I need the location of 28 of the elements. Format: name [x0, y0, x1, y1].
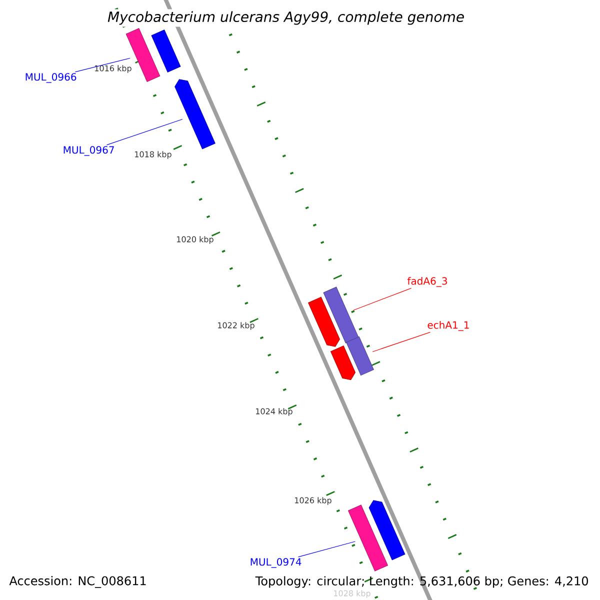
gene-block	[174, 79, 216, 150]
gene-block	[330, 346, 356, 380]
leader-line	[74, 58, 130, 72]
gene-block	[308, 296, 340, 347]
scale-label: 1020 kbp	[177, 236, 214, 244]
leader-line	[298, 541, 356, 558]
gene-block	[346, 336, 374, 376]
gene-block	[151, 30, 181, 72]
leader-line	[106, 118, 183, 146]
gene-block	[368, 500, 406, 560]
footer-text: Accession: NC_008611	[9, 576, 146, 588]
scale-label: 1024 kbp	[256, 408, 292, 416]
gene-label: echA1_1	[428, 321, 469, 331]
leader-line	[353, 288, 412, 311]
gene-block	[323, 286, 359, 344]
scale-label: 1022 kbp	[218, 322, 254, 330]
leader-line	[372, 332, 431, 352]
scale-label: 1016 kbp	[95, 65, 132, 73]
gene-label: MUL_0966	[26, 73, 76, 83]
gene-block	[348, 504, 388, 572]
gene-label: MUL_0967	[64, 146, 114, 156]
footer-text: Topology: circular; Length: 5,631,606 bp; Genes: 4,210	[255, 576, 588, 588]
scale-label: 1018 kbp	[135, 151, 172, 159]
scale-label: 1026 kbp	[295, 497, 332, 505]
gene-label: MUL_0974	[250, 558, 302, 568]
gene-label: fadA6_3	[407, 277, 447, 287]
scale-label: 1028 kbp	[334, 590, 370, 598]
title: Mycobacterium ulcerans Agy99, complete genome	[106, 9, 467, 27]
